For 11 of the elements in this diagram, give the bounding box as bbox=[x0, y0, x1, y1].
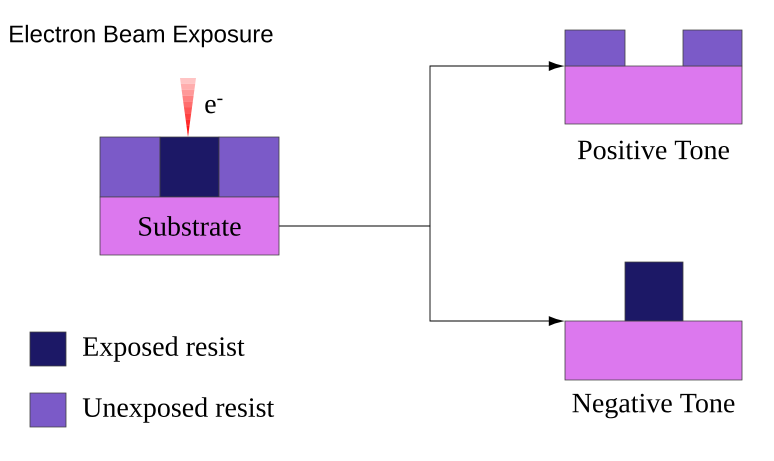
tone-caption: Negative Tone bbox=[572, 394, 734, 418]
legend-text: Unexposed resist bbox=[82, 397, 274, 423]
resist-stack-drawing bbox=[564, 30, 742, 124]
resist-stack-drawing bbox=[564, 262, 742, 380]
tone-caption: Positive Tone bbox=[578, 140, 729, 160]
arrow bbox=[278, 226, 564, 326]
substrate-label: Substrate bbox=[139, 216, 241, 236]
particle-label: e$^{-}$ bbox=[205, 98, 222, 114]
substrate-box bbox=[100, 196, 280, 256]
title: Electron Beam Exposure bbox=[10, 24, 273, 48]
legend-text: Exposed resist bbox=[83, 336, 245, 362]
